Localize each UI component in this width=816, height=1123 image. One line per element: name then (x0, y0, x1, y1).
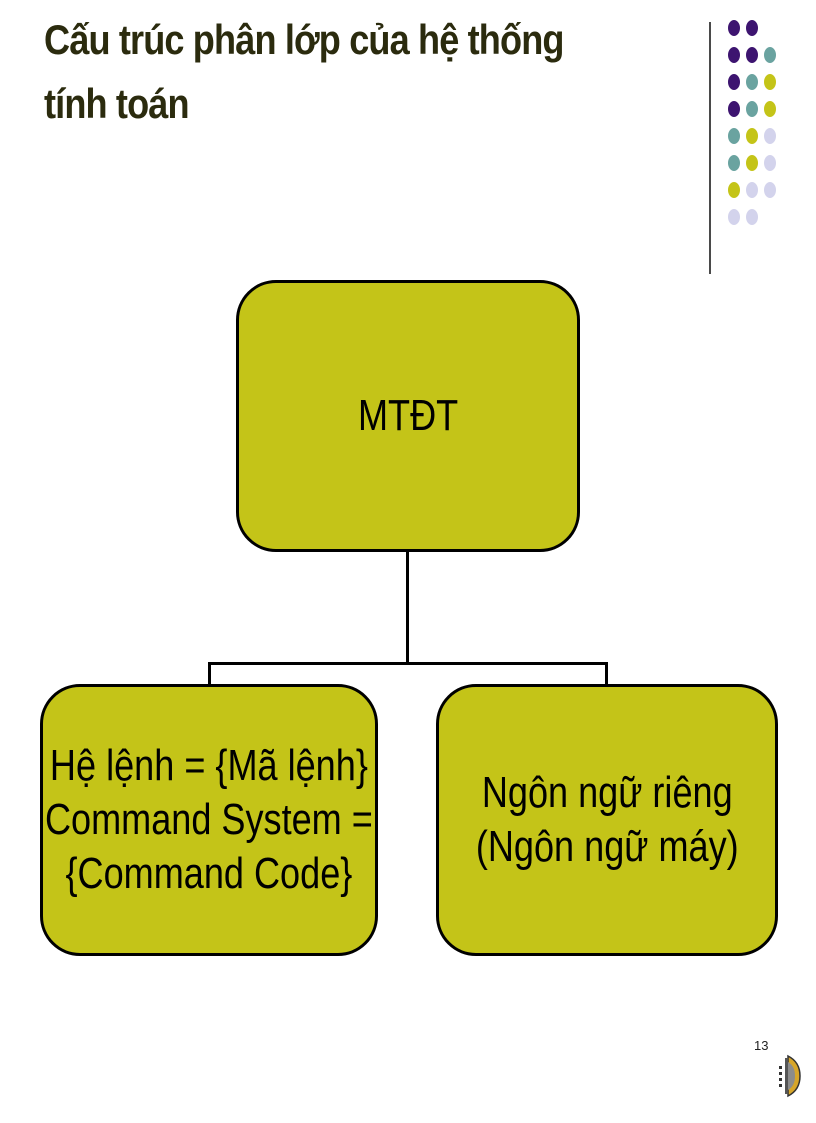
decorative-dot (728, 20, 740, 36)
decorative-dot (746, 101, 758, 117)
child-1-line-2: Command System = (45, 795, 373, 844)
decorative-dot (728, 47, 740, 63)
decorative-dot (728, 209, 740, 225)
child-2-line-1: Ngôn ngữ riêng (481, 768, 733, 817)
title-divider (709, 22, 711, 274)
decorative-dot (746, 128, 758, 144)
root-node-box: MTĐT (236, 280, 580, 552)
decorative-dot (746, 155, 758, 171)
connector-right-down (605, 662, 608, 686)
page-number: 13 (754, 1038, 769, 1053)
decorative-dot (728, 101, 740, 117)
decorative-dot (764, 155, 776, 171)
connector-root-down (406, 548, 409, 664)
decorative-dot (746, 182, 758, 198)
decorative-dot (764, 182, 776, 198)
decorative-dot (764, 47, 776, 63)
decorative-dot (764, 74, 776, 90)
decorative-dot (728, 128, 740, 144)
decorative-dot (746, 74, 758, 90)
gear-logo-icon (779, 1054, 801, 1098)
child-node-command-system: Hệ lệnh = {Mã lệnh} Command System = {Co… (40, 684, 378, 956)
connector-left-down (208, 662, 211, 686)
decorative-dot (728, 182, 740, 198)
decorative-dot (746, 20, 758, 36)
decorative-dot (728, 155, 740, 171)
child-node-machine-language: Ngôn ngữ riêng (Ngôn ngữ máy) (436, 684, 778, 956)
decorative-dot (746, 47, 758, 63)
decorative-dot (764, 101, 776, 117)
slide-title: Cấu trúc phân lớp của hệ thống tính toán (44, 16, 564, 127)
decorative-dot (728, 74, 740, 90)
root-node-label: MTĐT (357, 391, 459, 440)
child-1-line-1: Hệ lệnh = {Mã lệnh} (50, 741, 368, 790)
decorative-dot (746, 209, 758, 225)
decorative-dot (764, 128, 776, 144)
connector-horizontal (208, 662, 608, 665)
child-1-line-3: {Command Code} (65, 849, 353, 898)
child-2-line-2: (Ngôn ngữ máy) (475, 822, 739, 871)
